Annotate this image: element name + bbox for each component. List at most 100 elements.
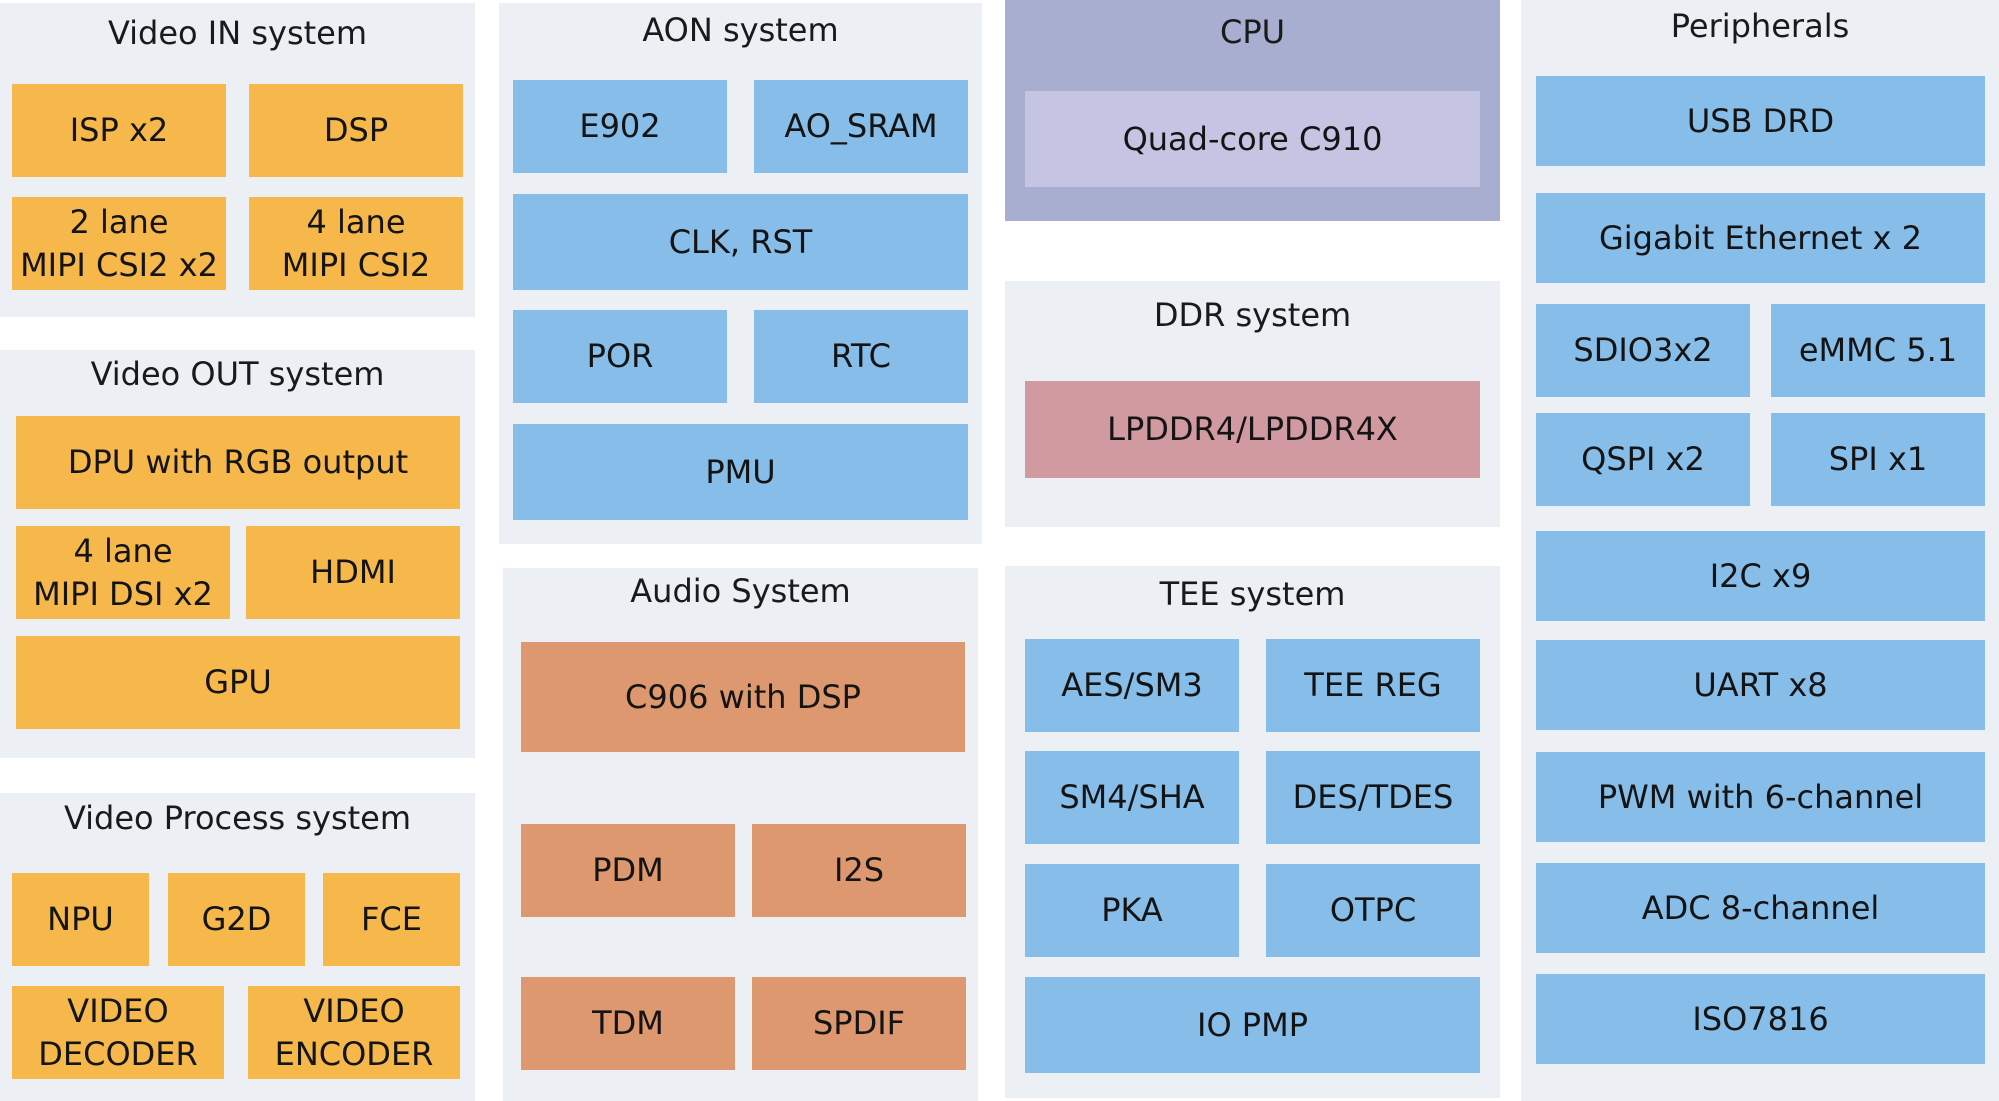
lpddr-block: LPDDR4/LPDDR4X — [1025, 381, 1480, 478]
mipi-dsi-block: 4 lane MIPI DSI x2 — [16, 526, 230, 619]
adc-label: ADC 8-channel — [1641, 888, 1880, 927]
ddr-panel: DDR system LPDDR4/LPDDR4X — [1005, 281, 1500, 527]
gigabit-ethernet-block: Gigabit Ethernet x 2 — [1536, 193, 1985, 283]
rtc-label: RTC — [831, 337, 891, 375]
tdm-label: TDM — [592, 1004, 664, 1042]
gigabit-ethernet-label: Gigabit Ethernet x 2 — [1598, 218, 1922, 257]
mipi-csi2-x2-label: 2 lane MIPI CSI2 x2 — [20, 202, 218, 284]
aon-panel: AON system E902 AO_SRAM CLK, RST POR RTC… — [499, 3, 982, 544]
npu-block: NPU — [12, 873, 149, 966]
audio-title: Audio System — [630, 572, 851, 610]
video-out-panel: Video OUT system DPU with RGB output 4 l… — [0, 350, 475, 758]
video-process-panel: Video Process system NPU G2D FCE VIDEO D… — [0, 793, 475, 1101]
mipi-csi2-block: 4 lane MIPI CSI2 — [249, 197, 463, 290]
io-pmp-label: IO PMP — [1197, 1005, 1308, 1044]
pdm-block: PDM — [521, 824, 735, 917]
quad-core-c910-block: Quad-core C910 — [1025, 91, 1480, 187]
video-encoder-block: VIDEO ENCODER — [248, 986, 460, 1079]
pwm-block: PWM with 6-channel — [1536, 752, 1985, 842]
clk-rst-block: CLK, RST — [513, 194, 968, 290]
tee-reg-block: TEE REG — [1266, 639, 1480, 732]
video-decoder-label: VIDEO DECODER — [38, 991, 198, 1073]
uart-block: UART x8 — [1536, 640, 1985, 730]
spi-label: SPI x1 — [1828, 440, 1928, 478]
emmc-label: eMMC 5.1 — [1798, 331, 1958, 369]
ddr-title: DDR system — [1153, 296, 1352, 334]
aes-sm3-label: AES/SM3 — [1061, 666, 1203, 704]
mipi-csi2-label: 4 lane MIPI CSI2 — [281, 202, 431, 284]
i2c-block: I2C x9 — [1536, 531, 1985, 621]
aes-sm3-block: AES/SM3 — [1025, 639, 1239, 732]
video-decoder-block: VIDEO DECODER — [12, 986, 224, 1079]
sm4-sha-label: SM4/SHA — [1059, 778, 1205, 816]
sm4-sha-block: SM4/SHA — [1025, 751, 1239, 844]
io-pmp-block: IO PMP — [1025, 977, 1480, 1073]
cpu-panel: CPU Quad-core C910 — [1005, 0, 1500, 221]
adc-block: ADC 8-channel — [1536, 863, 1985, 953]
ao-sram-label: AO_SRAM — [784, 107, 938, 145]
e902-block: E902 — [513, 80, 727, 173]
audio-panel: Audio System C906 with DSP PDM I2S TDM S… — [503, 568, 978, 1101]
fce-block: FCE — [323, 873, 460, 966]
video-process-title: Video Process system — [63, 799, 412, 837]
pka-block: PKA — [1025, 864, 1239, 957]
mipi-dsi-label: 4 lane MIPI DSI x2 — [33, 531, 213, 613]
npu-label: NPU — [47, 900, 114, 938]
pmu-block: PMU — [513, 424, 968, 520]
isp-label: ISP x2 — [69, 111, 169, 149]
rtc-block: RTC — [754, 310, 968, 403]
video-in-panel: Video IN system ISP x2 DSP 2 lane MIPI C… — [0, 3, 475, 317]
cpu-title: CPU — [1219, 13, 1286, 51]
dpu-block: DPU with RGB output — [16, 416, 460, 509]
lpddr-label: LPDDR4/LPDDR4X — [1107, 410, 1398, 448]
sdio-block: SDIO3x2 — [1536, 304, 1750, 397]
spi-block: SPI x1 — [1771, 413, 1985, 506]
otpc-block: OTPC — [1266, 864, 1480, 957]
c906-label: C906 with DSP — [625, 677, 861, 716]
spdif-block: SPDIF — [752, 977, 966, 1070]
video-out-title: Video OUT system — [90, 355, 385, 393]
iso7816-label: ISO7816 — [1692, 999, 1829, 1038]
dsp-label: DSP — [323, 111, 389, 149]
fce-label: FCE — [361, 900, 422, 938]
des-tdes-label: DES/TDES — [1292, 778, 1454, 816]
pmu-label: PMU — [705, 452, 776, 491]
pdm-label: PDM — [592, 851, 664, 889]
iso7816-block: ISO7816 — [1536, 974, 1985, 1064]
qspi-label: QSPI x2 — [1581, 440, 1705, 478]
peripherals-panel: Peripherals USB DRD Gigabit Ethernet x 2… — [1521, 0, 1999, 1101]
c906-block: C906 with DSP — [521, 642, 965, 752]
gpu-label: GPU — [204, 663, 272, 701]
tee-title: TEE system — [1159, 575, 1346, 613]
g2d-block: G2D — [168, 873, 305, 966]
des-tdes-block: DES/TDES — [1266, 751, 1480, 844]
por-block: POR — [513, 310, 727, 403]
usb-drd-block: USB DRD — [1536, 76, 1985, 166]
i2s-label: I2S — [833, 851, 885, 889]
g2d-label: G2D — [201, 900, 272, 938]
otpc-label: OTPC — [1329, 891, 1417, 929]
peripherals-title: Peripherals — [1670, 7, 1850, 45]
mipi-csi2-x2-block: 2 lane MIPI CSI2 x2 — [12, 197, 226, 290]
e902-label: E902 — [579, 107, 661, 145]
i2c-label: I2C x9 — [1709, 556, 1812, 595]
gpu-block: GPU — [16, 636, 460, 729]
dpu-label: DPU with RGB output — [67, 443, 409, 481]
hdmi-block: HDMI — [246, 526, 460, 619]
sdio-label: SDIO3x2 — [1573, 331, 1713, 369]
isp-block: ISP x2 — [12, 84, 226, 177]
video-in-title: Video IN system — [107, 14, 368, 52]
emmc-block: eMMC 5.1 — [1771, 304, 1985, 397]
video-encoder-label: VIDEO ENCODER — [274, 991, 434, 1073]
dsp-block: DSP — [249, 84, 463, 177]
pwm-label: PWM with 6-channel — [1597, 777, 1924, 816]
usb-drd-label: USB DRD — [1686, 101, 1835, 140]
tee-panel: TEE system AES/SM3 TEE REG SM4/SHA DES/T… — [1005, 566, 1500, 1098]
por-label: POR — [586, 337, 654, 375]
clk-rst-label: CLK, RST — [668, 222, 813, 261]
uart-label: UART x8 — [1693, 665, 1828, 704]
qspi-block: QSPI x2 — [1536, 413, 1750, 506]
ao-sram-block: AO_SRAM — [754, 80, 968, 173]
tee-reg-label: TEE REG — [1304, 666, 1442, 704]
pka-label: PKA — [1101, 891, 1163, 929]
